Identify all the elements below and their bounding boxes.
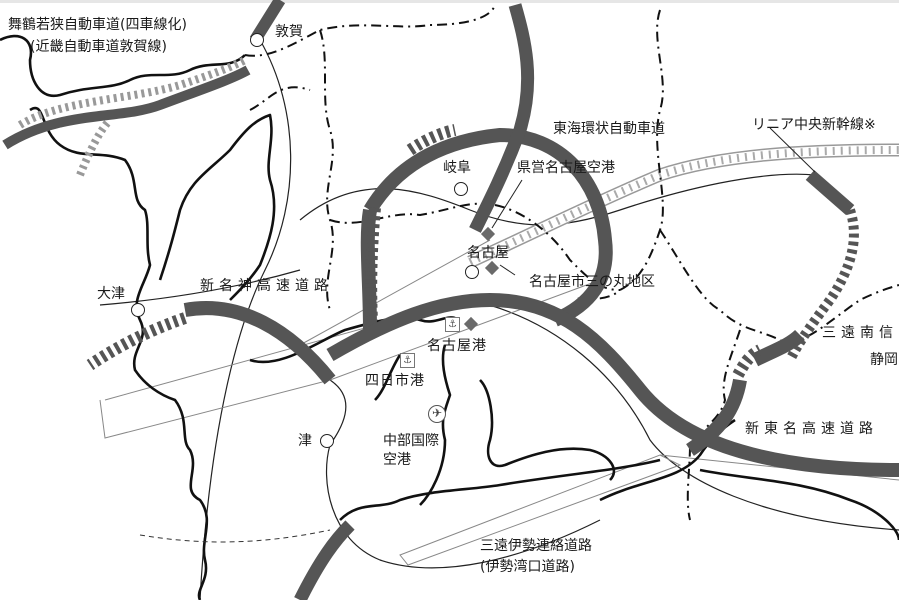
anchor-icon: ⚓	[400, 353, 415, 368]
leader-lines	[491, 127, 816, 276]
planned-expressways	[86, 124, 859, 378]
label-sanen-ise-2: (伊勢湾口道路)	[480, 559, 575, 575]
label-tsuruga: 敦賀	[275, 24, 303, 40]
label-yokkaichi-port: 四日市港	[365, 373, 425, 389]
city-tsu	[320, 434, 334, 448]
planned-maizuru	[17, 56, 247, 177]
label-sanen-nanshin: 三遠南信	[822, 325, 898, 341]
label-nagoya: 名古屋	[467, 245, 509, 261]
label-sanen-ise-1: 三遠伊勢連絡道路	[480, 538, 592, 554]
label-shin-meishin: 新名神高速道路	[200, 278, 333, 294]
airplane-icon: ✈	[428, 405, 446, 423]
label-tokai-kanjo: 東海環状自動車道	[553, 121, 665, 137]
prefecture-borders	[244, 4, 899, 521]
label-kinki-tsuruga: (近畿自動車道敦賀線)	[30, 39, 167, 55]
label-centrair-2: 空港	[383, 452, 411, 468]
label-gifu: 岐阜	[443, 160, 471, 176]
label-sannomaru: 名古屋市三の丸地区	[529, 274, 655, 290]
city-otsu	[131, 303, 145, 317]
label-shizuoka: 静岡	[870, 352, 898, 368]
corridor-lines	[99, 239, 899, 566]
city-nagoya	[465, 265, 479, 279]
label-linear-chuo: リニア中央新幹線※	[752, 117, 876, 133]
label-centrair-1: 中部国際	[383, 433, 439, 449]
label-shin-tomei: 新東名高速道路	[745, 421, 878, 437]
maglev-line	[467, 143, 899, 268]
city-gifu	[454, 182, 468, 196]
label-nagoya-port: 名古屋港	[427, 338, 487, 354]
label-maizuru-wakasa: 舞鶴若狭自動車道(四車線化)	[8, 17, 187, 33]
label-prefectural-nagoya-airport: 県営名古屋空港	[517, 160, 615, 176]
city-tsuruga	[250, 33, 264, 47]
label-otsu: 大津	[97, 286, 125, 302]
anchor-icon: ⚓	[445, 317, 460, 332]
top-border	[0, 0, 899, 3]
label-tsu: 津	[298, 433, 312, 449]
sea-route	[139, 529, 331, 543]
